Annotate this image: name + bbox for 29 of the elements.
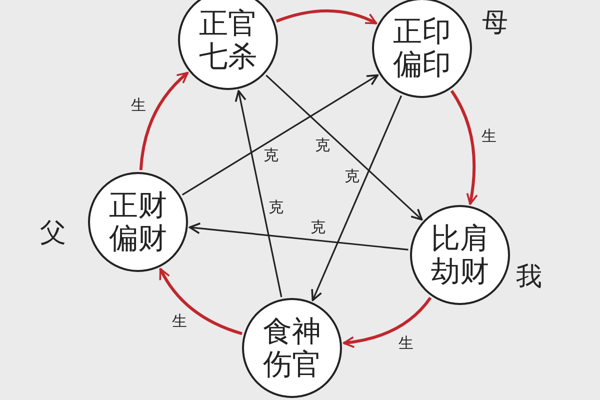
curved-arrow xyxy=(450,90,478,205)
edge-label: 生 xyxy=(398,334,414,352)
node-label: 正财偏财 xyxy=(108,189,168,255)
edge-label: 克 xyxy=(310,218,326,236)
edge-label: 克 xyxy=(344,168,360,185)
node-label: 正官七杀 xyxy=(198,7,258,73)
node-label: 正印偏印 xyxy=(392,15,452,81)
node-label: 比肩劫财 xyxy=(430,222,490,288)
edge-label: 生 xyxy=(482,128,497,145)
arrow xyxy=(182,74,379,196)
arrow xyxy=(234,90,282,298)
arrow xyxy=(311,95,402,302)
edge-label: 克 xyxy=(268,199,284,216)
arrow xyxy=(188,222,408,250)
node-label: 食神伤官 xyxy=(262,315,322,381)
side-label: 母 xyxy=(482,8,508,38)
side-label: 我 xyxy=(516,262,542,292)
edge-label: 克 xyxy=(315,136,330,154)
edge-label: 生 xyxy=(172,313,187,330)
curved-arrow xyxy=(159,268,242,336)
circle-node xyxy=(372,0,472,98)
edge-label: 生 xyxy=(131,97,146,114)
curved-arrow xyxy=(139,72,189,170)
curved-arrow xyxy=(276,9,378,25)
curved-arrow xyxy=(342,296,432,348)
side-label: 父 xyxy=(40,218,66,248)
edge-label: 克 xyxy=(264,147,279,164)
circle-node xyxy=(178,0,278,90)
arrow xyxy=(266,74,423,221)
